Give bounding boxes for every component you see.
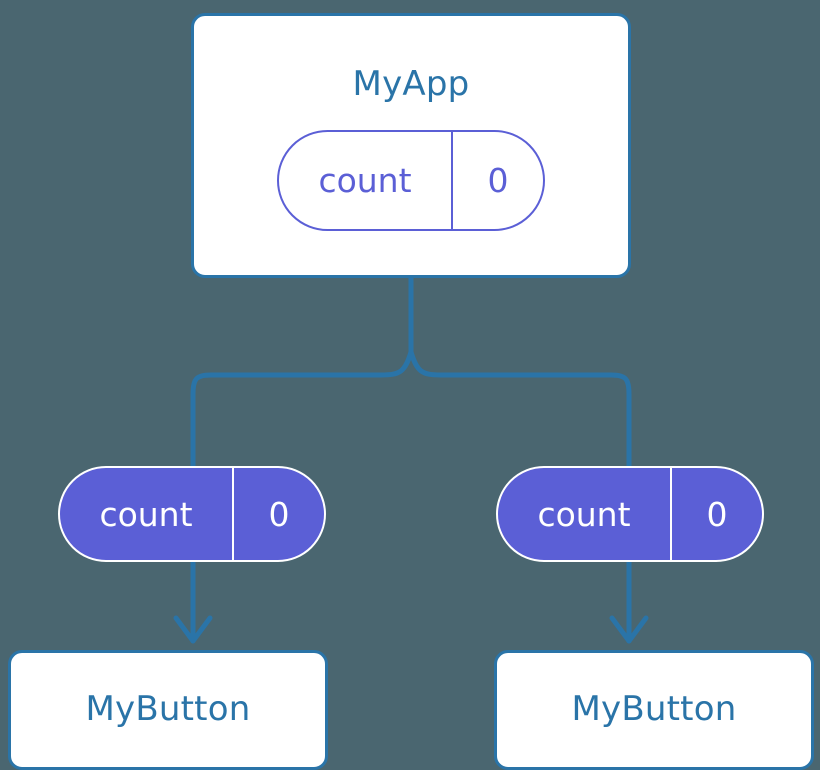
prop-pill-right[interactable]: count 0 <box>496 466 764 562</box>
edge-to-left-state <box>190 349 414 473</box>
component-title-mybutton-left: MyButton <box>85 689 251 729</box>
prop-key-left: count <box>60 468 234 560</box>
arrowhead-left <box>173 615 213 644</box>
edge-to-right-state <box>408 349 632 473</box>
prop-pill-left[interactable]: count 0 <box>58 466 326 562</box>
state-value-myapp: 0 <box>487 161 509 200</box>
component-title-mybutton-right: MyButton <box>571 689 737 729</box>
component-node-mybutton-left[interactable]: MyButton <box>8 650 328 770</box>
state-key-myapp: count <box>279 132 453 229</box>
state-pill-myapp[interactable]: count 0 <box>277 130 545 231</box>
component-title-myapp: MyApp <box>352 64 470 104</box>
prop-value-left: 0 <box>268 494 290 534</box>
prop-value-right: 0 <box>706 494 728 534</box>
prop-key-right: count <box>498 468 672 560</box>
component-node-mybutton-right[interactable]: MyButton <box>494 650 814 770</box>
arrowhead-right <box>609 615 649 644</box>
